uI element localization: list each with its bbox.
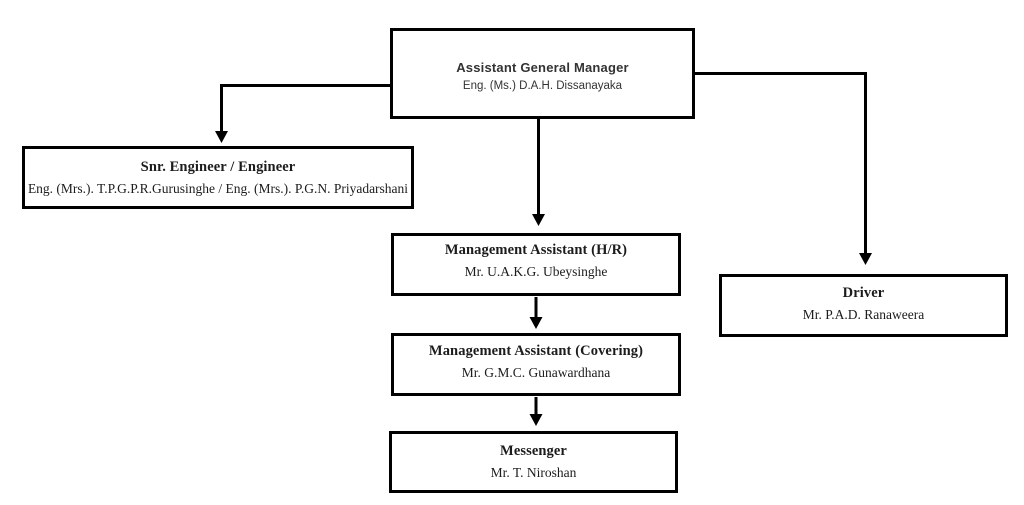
org-node-management-assistant-hr: Management Assistant (H/R) Mr. U.A.K.G. … <box>391 233 681 296</box>
node-title: Messenger <box>500 443 567 459</box>
connector-agm-to-driver <box>694 72 867 253</box>
arrowhead-driver <box>859 253 872 265</box>
org-node-snr-engineer: Snr. Engineer / Engineer Eng. (Mrs.). T.… <box>22 146 414 209</box>
org-node-messenger: Messenger Mr. T. Niroshan <box>389 431 678 493</box>
node-person: Mr. T. Niroshan <box>490 465 577 481</box>
node-title: Assistant General Manager <box>456 59 629 75</box>
node-person: Eng. (Ms.) D.A.H. Dissanayaka <box>462 79 623 92</box>
arrowhead-snr-engineer <box>215 131 228 143</box>
org-node-assistant-general-manager: Assistant General Manager Eng. (Ms.) D.A… <box>390 28 695 119</box>
node-title: Driver <box>842 284 885 301</box>
node-title: Management Assistant (H/R) <box>444 241 628 258</box>
node-person: Mr. U.A.K.G. Ubeysinghe <box>464 263 608 279</box>
node-person: Eng. (Mrs.). T.P.G.P.R.Gurusinghe / Eng.… <box>27 180 409 196</box>
org-node-driver: Driver Mr. P.A.D. Ranaweera <box>719 274 1008 337</box>
node-title: Management Assistant (Covering) <box>428 342 644 359</box>
node-person: Mr. P.A.D. Ranaweera <box>802 306 925 322</box>
node-person: Mr. G.M.C. Gunawardhana <box>461 364 611 380</box>
org-node-management-assistant-covering: Management Assistant (Covering) Mr. G.M.… <box>391 333 681 396</box>
arrowhead-messenger <box>529 414 543 426</box>
arrowhead-ma-hr <box>532 214 545 226</box>
arrowhead-ma-covering <box>529 317 543 329</box>
connector-agm-to-snr-engineer <box>220 84 391 131</box>
node-title: Snr. Engineer / Engineer <box>140 158 296 175</box>
